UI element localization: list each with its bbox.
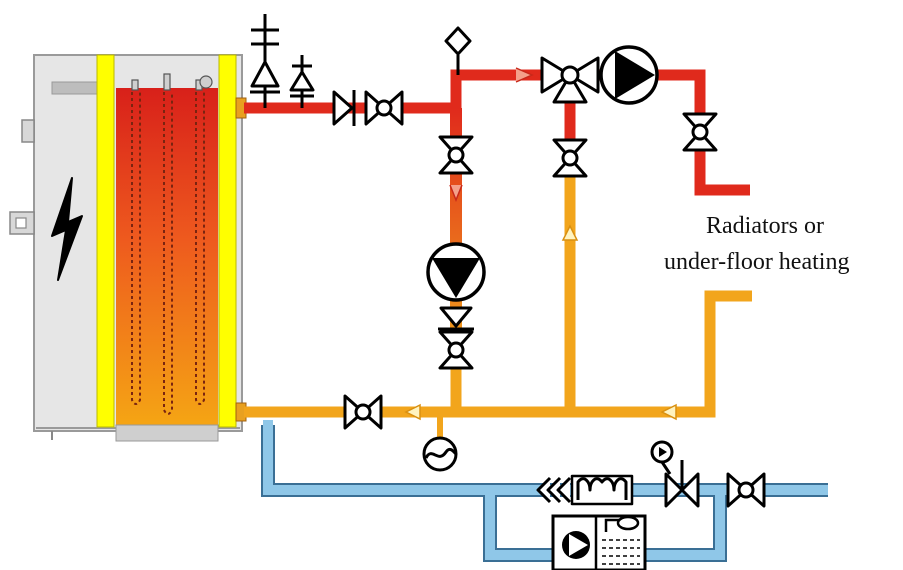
gate-valve-icon	[438, 330, 474, 370]
check-valve-icon	[438, 306, 474, 331]
gate-valve-icon	[343, 394, 383, 430]
flow-line	[244, 69, 750, 196]
radiators-label-line1: Radiators or	[706, 213, 824, 239]
pressure-reducer-icon	[664, 460, 700, 508]
return-line	[244, 170, 752, 418]
filling-unit-icon	[551, 514, 647, 570]
lightning-bolt-icon	[51, 177, 83, 281]
radiators-label-line2: under-floor heating	[664, 249, 850, 275]
gate-valve-icon	[364, 90, 404, 126]
gate-valve-icon	[682, 112, 718, 152]
pump-icon	[426, 242, 486, 302]
pump-icon	[599, 45, 659, 105]
air-vent-diamond-icon	[444, 26, 472, 75]
gate-valve-icon	[438, 135, 474, 175]
safety-valve-icon	[250, 14, 280, 108]
check-valve-icon	[332, 90, 356, 126]
expansion-vessel-icon	[422, 412, 458, 472]
air-vent-icon	[289, 55, 315, 108]
three-way-valve-icon	[540, 56, 600, 104]
gate-valve-icon	[726, 472, 766, 508]
flow-arrows	[404, 67, 677, 421]
backflow-preventer-icon	[536, 474, 634, 506]
pressure-gauge-icon	[650, 440, 674, 475]
gate-valve-icon	[552, 138, 588, 178]
boiler	[9, 54, 247, 442]
